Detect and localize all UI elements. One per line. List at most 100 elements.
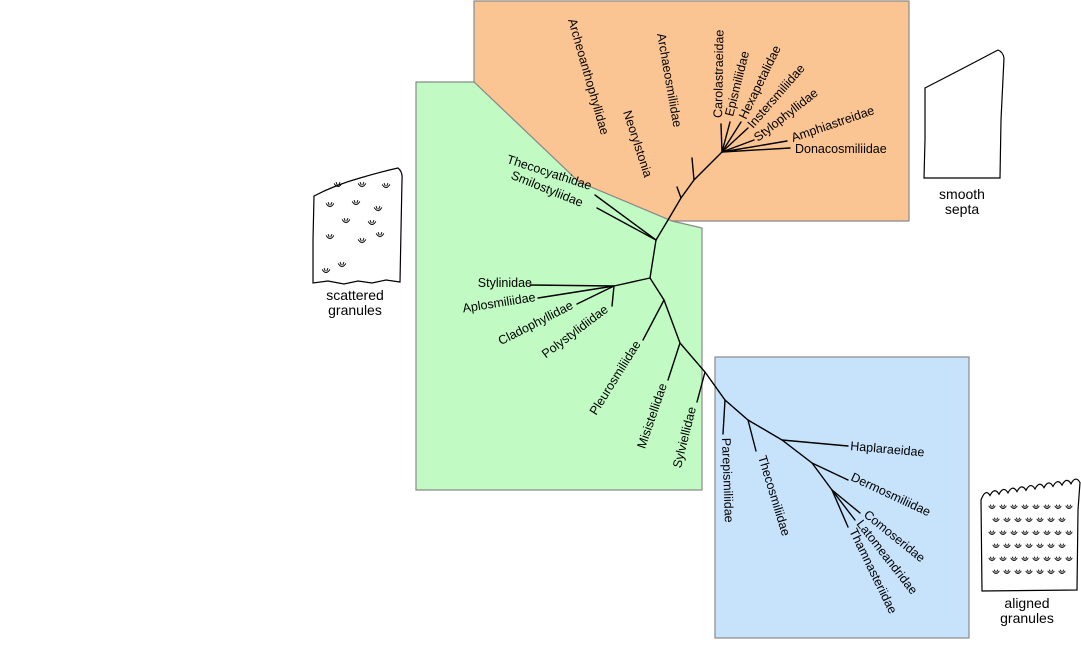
granule-mark — [1043, 504, 1051, 509]
granule-mark — [333, 181, 343, 188]
granule-mark — [1014, 543, 1022, 548]
granule-mark — [1025, 517, 1033, 522]
granule-mark — [992, 517, 1000, 522]
granule-mark — [1047, 517, 1055, 522]
granule-mark — [1021, 530, 1029, 535]
granule-mark — [1014, 517, 1022, 522]
branch-latomeandridae — [831, 489, 856, 521]
granule-mark — [1065, 504, 1073, 509]
branch-polystylidiidae — [611, 285, 615, 307]
branch-thecosmiliidae — [747, 419, 757, 452]
aligned-granules-caption-line2: granules — [1000, 610, 1054, 626]
taxon-label-carolastraeidae: Carolastraeidae — [711, 30, 727, 119]
granule-mark — [373, 205, 383, 212]
branch-dermosmiliidae — [811, 462, 849, 481]
granule-mark — [1003, 543, 1011, 548]
granule-mark — [325, 233, 335, 240]
granule-mark — [1014, 569, 1022, 574]
scattered-granules-figure: scattered granules — [312, 167, 403, 318]
granule-mark — [375, 231, 385, 238]
aligned-granules-sketch — [980, 478, 1081, 592]
scattered-granules-pattern — [321, 181, 391, 274]
granule-mark — [367, 219, 377, 226]
granule-mark — [1010, 504, 1018, 509]
granule-mark — [1065, 530, 1073, 535]
branch-instersmiliidae — [721, 127, 749, 153]
granule-mark — [337, 261, 347, 268]
granule-mark — [1036, 569, 1044, 574]
granule-mark — [1003, 517, 1011, 522]
granule-mark — [988, 530, 996, 535]
granule-mark — [351, 199, 361, 206]
smooth-septa-sketch — [923, 49, 1005, 179]
branch-smilostyliidae — [596, 207, 657, 241]
granule-mark — [1036, 517, 1044, 522]
branch-cladophyllidae — [576, 285, 615, 305]
branch-donacosmiliidae — [721, 147, 791, 153]
granule-mark — [1036, 543, 1044, 548]
granule-mark — [1058, 543, 1066, 548]
aligned-granules-figure: aligned granules — [980, 478, 1081, 626]
aligned-granules-pattern — [988, 504, 1073, 574]
taxon-label-haplaraeidae: Haplaraeidae — [850, 439, 925, 459]
granule-mark — [988, 556, 996, 561]
branch-thecocyathidae — [594, 194, 657, 241]
branch-hexapetalidae — [721, 121, 742, 153]
branch-carolastraeidae — [720, 123, 723, 153]
granule-mark — [1054, 530, 1062, 535]
taxon-label-parepismiliidae: Parepismiliidae — [719, 438, 736, 523]
branch-misistellidae — [667, 342, 681, 381]
granule-mark — [325, 201, 335, 208]
granule-mark — [992, 569, 1000, 574]
granule-mark — [1010, 556, 1018, 561]
granule-mark — [357, 237, 367, 244]
smooth-septa-caption-line2: septa — [945, 201, 979, 217]
branch-green-mid-stem — [613, 277, 651, 287]
granule-mark — [1025, 569, 1033, 574]
granule-mark — [1065, 556, 1073, 561]
branch-sylviellidae — [696, 371, 706, 403]
granule-mark — [321, 267, 331, 274]
granule-mark — [988, 504, 996, 509]
branch-neorylstonia — [676, 186, 682, 199]
granule-mark — [1032, 556, 1040, 561]
granule-mark — [1025, 543, 1033, 548]
granule-mark — [357, 181, 367, 188]
granule-mark — [381, 182, 391, 189]
granule-mark — [1043, 556, 1051, 561]
branch-archaeosmiliidae — [691, 157, 695, 181]
tree-branches — [529, 121, 861, 528]
scattered-granules-sketch — [312, 167, 403, 285]
granule-mark — [1032, 504, 1040, 509]
granule-mark — [1047, 569, 1055, 574]
branch-orange-stem — [667, 151, 723, 221]
branch-stylinidae — [529, 284, 615, 287]
granule-mark — [1021, 504, 1029, 509]
smooth-septa-figure: smooth septa — [923, 49, 1005, 217]
scattered-granules-caption-line1: scattered — [326, 287, 384, 303]
granule-mark — [1054, 504, 1062, 509]
aligned-granules-caption-line1: aligned — [1004, 595, 1049, 611]
smooth-septa-caption-line1: smooth — [939, 186, 985, 202]
taxon-label-stylinidae: Stylinidae — [478, 276, 532, 290]
granule-mark — [1047, 543, 1055, 548]
granule-mark — [1010, 530, 1018, 535]
granule-mark — [1032, 530, 1040, 535]
granule-mark — [999, 504, 1007, 509]
taxon-label-donacosmiliidae: Donacosmiliidae — [795, 142, 887, 156]
granule-mark — [992, 543, 1000, 548]
branch-haplaraeidae — [781, 439, 849, 447]
granule-mark — [1058, 517, 1066, 522]
branch-epismiliidae — [721, 121, 731, 153]
granule-mark — [1054, 556, 1062, 561]
granule-mark — [999, 530, 1007, 535]
branch-pleurosmiliidae — [642, 299, 665, 341]
branch-aplosmiliidae — [537, 285, 615, 299]
branch-stylophyllidae — [721, 139, 755, 153]
granule-mark — [341, 217, 351, 224]
scattered-granules-caption-line2: granules — [328, 302, 382, 318]
granule-mark — [1058, 569, 1066, 574]
granule-mark — [1043, 530, 1051, 535]
